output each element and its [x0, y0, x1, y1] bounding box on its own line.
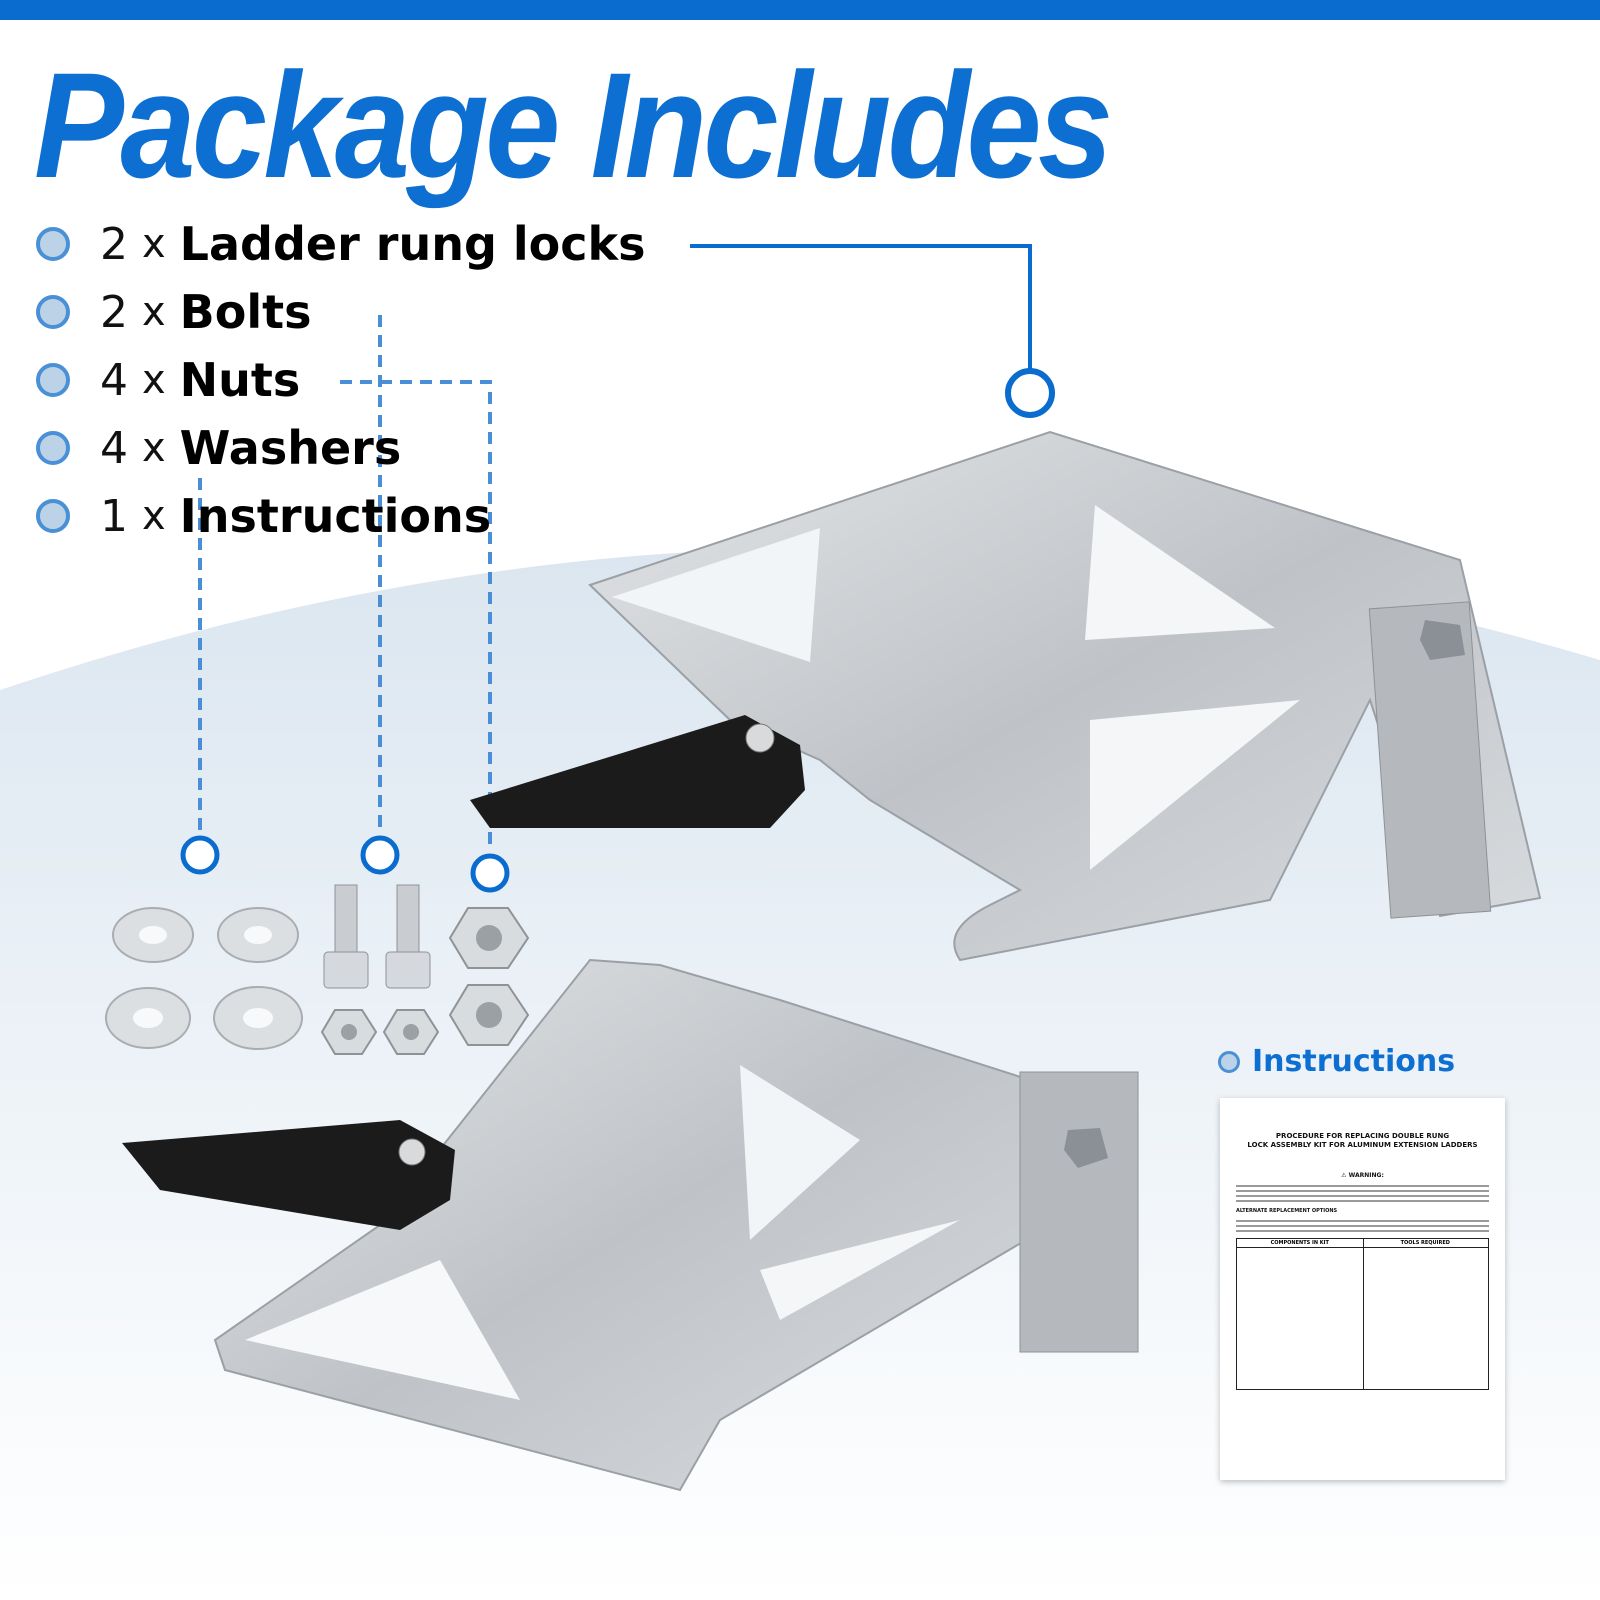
instructions-label: Instructions [1252, 1044, 1456, 1079]
item-multiplier: x [142, 425, 166, 471]
item-name: Washers [179, 421, 402, 475]
item-multiplier: x [142, 221, 166, 267]
item-multiplier: x [142, 289, 166, 335]
connector-dot-nuts [470, 853, 510, 893]
lever-bolt [745, 723, 775, 753]
item-name: Instructions [179, 489, 492, 543]
cutout [740, 1065, 860, 1240]
warning-label: WARNING: [1348, 1172, 1384, 1179]
bullet-icon [36, 363, 70, 397]
instructions-heading: Instructions [1218, 1044, 1455, 1079]
package-list: 2 x Ladder rung locks 2 x Bolts 4 x Nuts… [36, 210, 646, 550]
sheet-title-line1: PROCEDURE FOR REPLACING DOUBLE RUNG [1275, 1132, 1450, 1140]
sheet-text-lines [1236, 1220, 1489, 1232]
bullet-icon [36, 227, 70, 261]
sheet-table: COMPONENTS IN KIT TOOLS REQUIRED [1236, 1238, 1489, 1390]
item-multiplier: x [142, 357, 166, 403]
warning-icon: ⚠ [1341, 1172, 1349, 1179]
item-quantity: 1 [100, 490, 130, 542]
mount-plate [1368, 601, 1492, 919]
bullet-icon [36, 431, 70, 465]
cutout [1090, 700, 1300, 870]
item-name: Ladder rung locks [179, 217, 646, 271]
lever [122, 1120, 455, 1230]
item-quantity: 2 [100, 286, 130, 338]
connector-dot-locks [1005, 368, 1055, 418]
lever-bolt [398, 1138, 426, 1166]
list-item: 4 x Nuts [36, 346, 646, 414]
bolt-head [1420, 620, 1465, 660]
item-name: Nuts [179, 353, 301, 407]
sheet-title-line2: LOCK ASSEMBLY KIT FOR ALUMINUM EXTENSION… [1247, 1141, 1478, 1149]
cutout [760, 1220, 960, 1320]
top-bar [0, 0, 1600, 20]
item-multiplier: x [142, 493, 166, 539]
sheet-subheading: ALTERNATE REPLACEMENT OPTIONS [1236, 1208, 1338, 1214]
cutout [1085, 505, 1275, 640]
mount-plate [1019, 1071, 1139, 1353]
sheet-warning: ⚠ WARNING: [1236, 1172, 1489, 1179]
bullet-icon [1218, 1050, 1240, 1073]
connector-line-nuts [340, 380, 492, 850]
cutout [245, 1260, 520, 1400]
list-item: 4 x Washers [36, 414, 646, 482]
sheet-col-right: TOOLS REQUIRED [1400, 1240, 1450, 1246]
sheet-text-lines [1236, 1185, 1489, 1202]
bolts [323, 884, 431, 989]
hardware [105, 884, 530, 1055]
connector-line-locks [690, 244, 1032, 372]
cutout [612, 528, 820, 662]
sheet-col-left: COMPONENTS IN KIT [1270, 1240, 1329, 1246]
washers [105, 907, 303, 1050]
bullet-icon [36, 499, 70, 533]
connector-dot-bolts [360, 835, 400, 875]
list-item: 2 x Bolts [36, 278, 646, 346]
connector-dot-washers [180, 835, 220, 875]
list-item: 2 x Ladder rung locks [36, 210, 646, 278]
rung-lock-upper [470, 430, 1542, 962]
item-quantity: 2 [100, 218, 130, 270]
connector-lines [180, 244, 1055, 893]
page-title: Package Includes [34, 41, 1113, 209]
lever [470, 715, 805, 828]
instruction-sheet: PROCEDURE FOR REPLACING DOUBLE RUNG LOCK… [1220, 1098, 1505, 1480]
bullet-icon [36, 295, 70, 329]
nuts [320, 907, 530, 1055]
bolt-head [1064, 1128, 1108, 1168]
rung-lock-lower [122, 958, 1139, 1492]
item-name: Bolts [179, 285, 312, 339]
item-quantity: 4 [100, 422, 130, 474]
list-item: 1 x Instructions [36, 482, 646, 550]
item-quantity: 4 [100, 354, 130, 406]
